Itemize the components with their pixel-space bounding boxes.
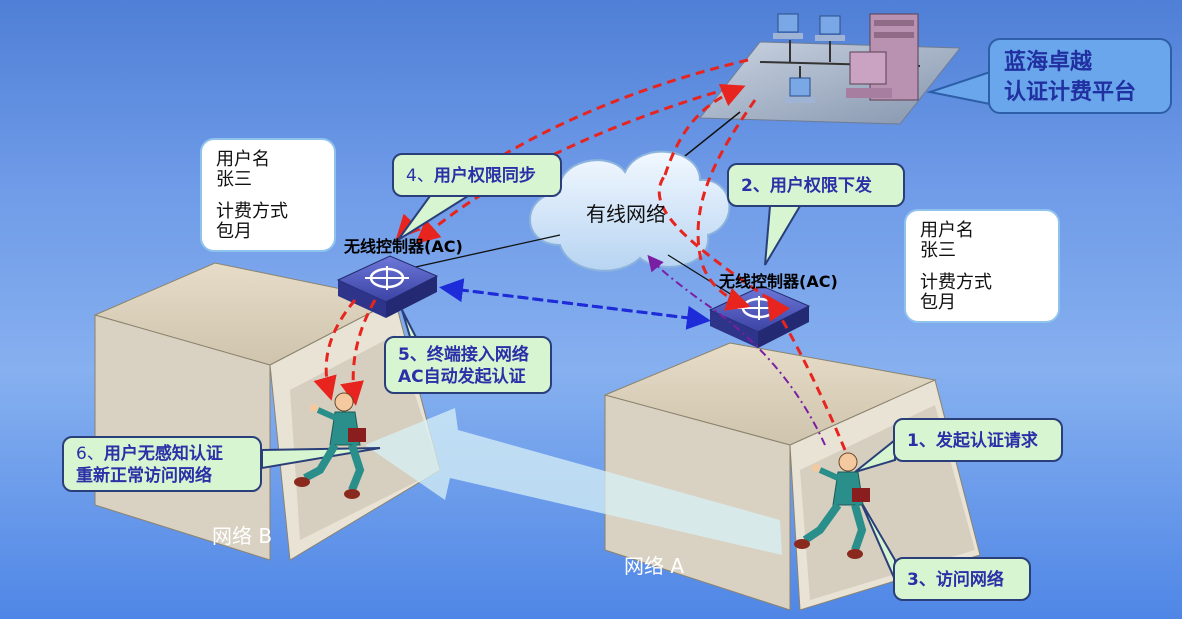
step-5-callout: 5、终端接入网络 AC自动发起认证 xyxy=(384,336,552,394)
network-b-label: 网络 B xyxy=(212,524,273,548)
server-network xyxy=(698,13,962,125)
info-right-billing-label: 计费方式 xyxy=(920,272,992,293)
step-6-line-2: 重新正常访问网络 xyxy=(76,466,212,486)
network-a-label: 网络 A xyxy=(624,554,685,578)
step-3-callout: 3、访问网络 xyxy=(893,557,1031,601)
info-right-username-label: 用户名 xyxy=(920,220,974,241)
ac-right-label: 无线控制器(AC) xyxy=(719,272,838,291)
billing-platform-label: 蓝海卓越 认证计费平台 xyxy=(988,38,1172,114)
step-2-text: 2、用户权限下发 xyxy=(741,176,872,196)
step-4-number: 4、 xyxy=(406,166,434,186)
step-2-callout: 2、用户权限下发 xyxy=(727,163,905,207)
step-5-line-1: 5、终端接入网络 xyxy=(398,345,529,365)
user-info-left: 用户名 张三 计费方式 包月 xyxy=(200,138,336,252)
step-4-text: 用户权限同步 xyxy=(433,166,536,186)
info-left-username: 张三 xyxy=(216,169,252,190)
info-left-billing-label: 计费方式 xyxy=(216,201,288,222)
step-6-callout: 6、用户无感知认证 重新正常访问网络 xyxy=(62,436,262,492)
step-4-callout: 4、用户权限同步 xyxy=(392,153,562,197)
cloud-label: 有线网络 xyxy=(586,202,666,226)
request-path xyxy=(647,254,826,446)
ac-left-device xyxy=(336,255,439,318)
user-info-right: 用户名 张三 计费方式 包月 xyxy=(904,209,1060,323)
platform-line-1: 蓝海卓越 xyxy=(1004,50,1093,75)
step-6-number: 6、 xyxy=(76,444,104,464)
ac-left-label: 无线控制器(AC) xyxy=(344,237,463,256)
info-right-billing: 包月 xyxy=(920,292,956,313)
user-figure-a xyxy=(794,452,870,559)
step-5-line-2: AC自动发起认证 xyxy=(398,367,526,387)
step-1-text: 1、发起认证请求 xyxy=(907,431,1038,451)
info-left-username-label: 用户名 xyxy=(216,149,270,170)
roaming-arrow xyxy=(365,408,782,555)
info-left-billing: 包月 xyxy=(216,221,252,242)
info-right-username: 张三 xyxy=(920,240,956,261)
step-3-text: 3、访问网络 xyxy=(907,570,1004,590)
user-figure-b xyxy=(294,392,366,499)
ac-sync-arrow xyxy=(439,278,711,330)
step-1-callout: 1、发起认证请求 xyxy=(893,418,1063,462)
step-6-line-1: 用户无感知认证 xyxy=(103,444,223,464)
platform-line-2: 认证计费平台 xyxy=(1004,80,1137,105)
